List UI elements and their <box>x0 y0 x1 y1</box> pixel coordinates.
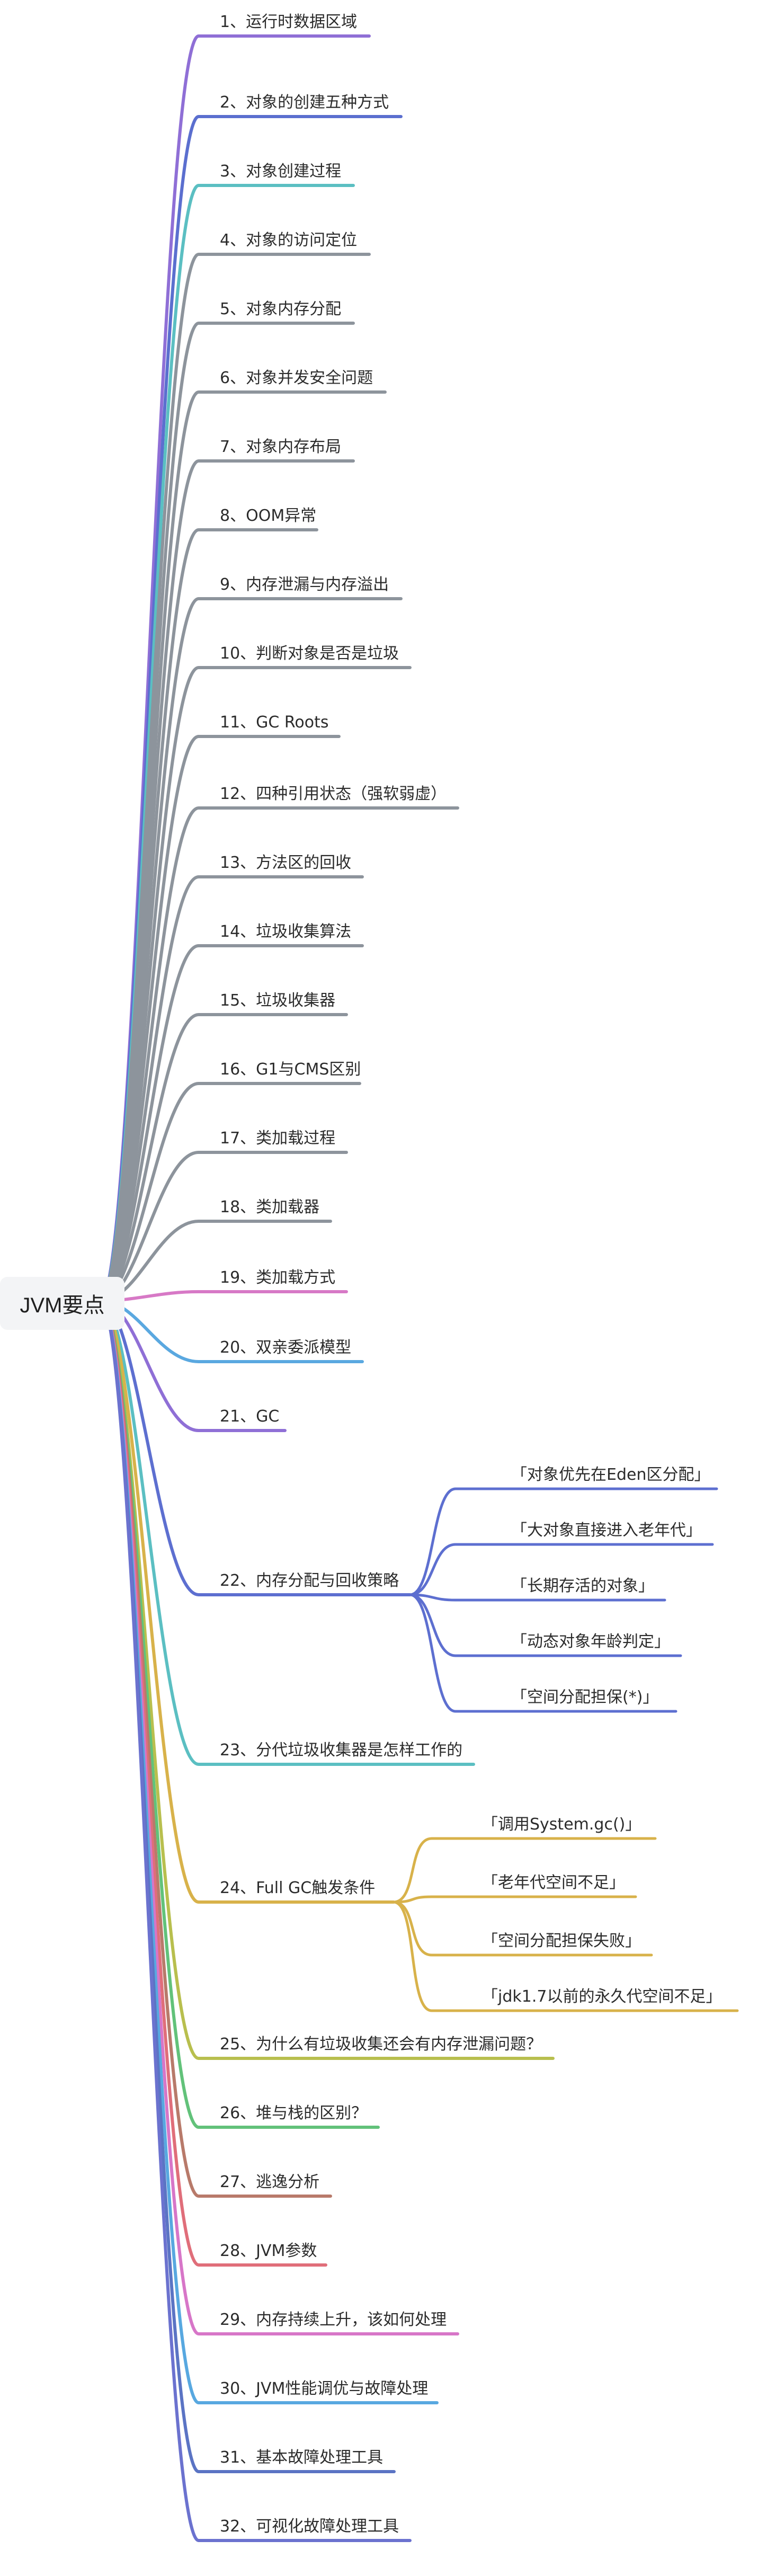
branch-node-21[interactable]: 21、GC <box>220 1407 280 1426</box>
edge <box>392 1837 657 1904</box>
branch-node-14[interactable]: 14、垃圾收集算法 <box>220 922 352 941</box>
edge <box>408 1543 714 1596</box>
branch-node-31[interactable]: 31、基本故障处理工具 <box>220 2448 383 2467</box>
edge <box>99 1299 412 2542</box>
edge <box>408 1593 666 1602</box>
branch-node-18[interactable]: 18、类加载器 <box>220 1198 320 1216</box>
branch-node-15[interactable]: 15、垃圾收集器 <box>220 991 336 1010</box>
branch-node-13[interactable]: 13、方法区的回收 <box>220 854 352 872</box>
branch-node-26[interactable]: 26、堆与栈的区别？ <box>220 2104 368 2122</box>
branch-node-30[interactable]: 30、JVM性能调优与故障处理 <box>220 2379 429 2398</box>
child-node-22-2[interactable]: 「大对象直接进入老年代」 <box>511 1521 702 1540</box>
branch-node-11[interactable]: 11、GC Roots <box>220 713 329 732</box>
child-node-24-4[interactable]: 「jdk1.7以前的永久代空间不足」 <box>482 1987 722 2006</box>
edge <box>392 1900 739 2012</box>
branch-node-1[interactable]: 1、运行时数据区域 <box>220 13 358 31</box>
edge <box>392 1900 653 1957</box>
child-node-22-4[interactable]: 「动态对象年龄判定」 <box>511 1632 670 1651</box>
branch-node-23[interactable]: 23、分代垃圾收集器是怎样工作的 <box>220 1741 463 1760</box>
branch-node-9[interactable]: 9、内存泄漏与内存溢出 <box>220 575 389 594</box>
child-node-22-3[interactable]: 「长期存活的对象」 <box>511 1577 654 1595</box>
edge <box>408 1487 718 1596</box>
branch-node-4[interactable]: 4、对象的访问定位 <box>220 231 358 250</box>
branch-node-16[interactable]: 16、G1与CMS区别 <box>220 1060 361 1079</box>
branch-node-12[interactable]: 12、四种引用状态（强软弱虚） <box>220 785 447 803</box>
branch-node-24[interactable]: 24、Full GC触发条件 <box>220 1879 376 1897</box>
branch-node-6[interactable]: 6、对象并发安全问题 <box>220 369 373 387</box>
branch-node-22[interactable]: 22、内存分配与回收策略 <box>220 1571 399 1590</box>
branch-node-2[interactable]: 2、对象的创建五种方式 <box>220 93 389 112</box>
edge <box>392 1895 637 1904</box>
branch-node-17[interactable]: 17、类加载过程 <box>220 1129 336 1148</box>
root-label: JVM要点 <box>20 1294 105 1317</box>
child-node-22-1[interactable]: 「对象优先在Eden区分配」 <box>511 1465 710 1484</box>
branch-node-10[interactable]: 10、判断对象是否是垃圾 <box>220 644 399 663</box>
branch-node-27[interactable]: 27、逃逸分析 <box>220 2173 320 2191</box>
edge <box>408 1593 682 1657</box>
child-node-24-2[interactable]: 「老年代空间不足」 <box>482 1873 625 1892</box>
child-node-24-1[interactable]: 「调用System.gc()」 <box>482 1815 641 1834</box>
branch-node-7[interactable]: 7、对象内存布局 <box>220 438 342 456</box>
branch-node-25[interactable]: 25、为什么有垃圾收集还会有内存泄漏问题？ <box>220 2035 542 2054</box>
child-node-24-3[interactable]: 「空间分配担保失败」 <box>482 1932 641 1950</box>
branch-node-19[interactable]: 19、类加载方式 <box>220 1268 336 1287</box>
branch-node-8[interactable]: 8、OOM异常 <box>220 507 317 525</box>
branch-node-32[interactable]: 32、可视化故障处理工具 <box>220 2517 399 2536</box>
branch-node-3[interactable]: 3、对象创建过程 <box>220 162 342 181</box>
edge <box>408 1593 677 1713</box>
edge <box>99 1290 348 1302</box>
branch-node-28[interactable]: 28、JVM参数 <box>220 2242 317 2260</box>
root-node[interactable]: JVM要点 <box>0 1277 124 1330</box>
branch-node-20[interactable]: 20、双亲委派模型 <box>220 1338 352 1357</box>
branch-node-5[interactable]: 5、对象内存分配 <box>220 300 342 318</box>
edge <box>99 1299 395 1904</box>
child-node-22-5[interactable]: 「空间分配担保(*)」 <box>511 1688 659 1707</box>
branch-node-29[interactable]: 29、内存持续上升，该如何处理 <box>220 2311 447 2329</box>
